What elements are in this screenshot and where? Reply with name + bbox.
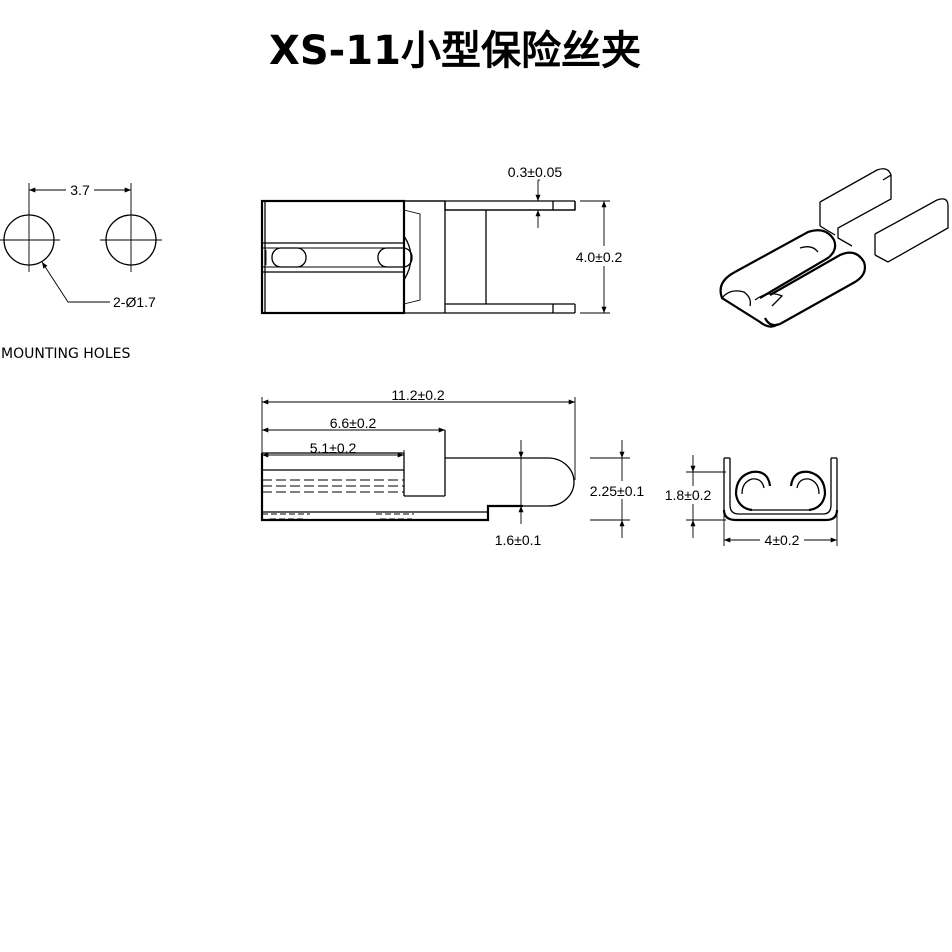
top-view xyxy=(260,179,610,315)
length-6-6-dim: 6.6±0.2 xyxy=(330,415,377,431)
end-width-label-bg xyxy=(760,532,804,548)
mounting-holes-view xyxy=(0,183,162,303)
width-dim: 4.0±0.2 xyxy=(576,249,623,265)
hole-diameter-label: 2-Ø1.7 xyxy=(113,294,156,310)
hole-spacing-label: 3.7 xyxy=(70,182,90,198)
page-title: XS-11小型保险丝夹 xyxy=(269,28,641,74)
isometric-view xyxy=(719,168,949,328)
mounting-holes-caption: MOUNTING HOLES xyxy=(1,346,130,362)
width-label-bg xyxy=(568,246,630,266)
side-view xyxy=(260,397,630,538)
spacing-label-bg xyxy=(66,182,94,198)
end-height-label-bg xyxy=(660,486,716,504)
thickness-dim: 0.3±0.05 xyxy=(508,164,563,180)
height-label-bg xyxy=(586,481,648,499)
length-5-1-dim: 5.1±0.2 xyxy=(310,440,357,456)
end-width-dim: 4±0.2 xyxy=(765,532,800,548)
height-dim: 2.25±0.1 xyxy=(590,483,645,499)
end-height-dim: 1.8±0.2 xyxy=(665,487,712,503)
overall-length-dim: 11.2±0.2 xyxy=(391,387,445,403)
gap-dim: 1.6±0.1 xyxy=(495,532,542,548)
